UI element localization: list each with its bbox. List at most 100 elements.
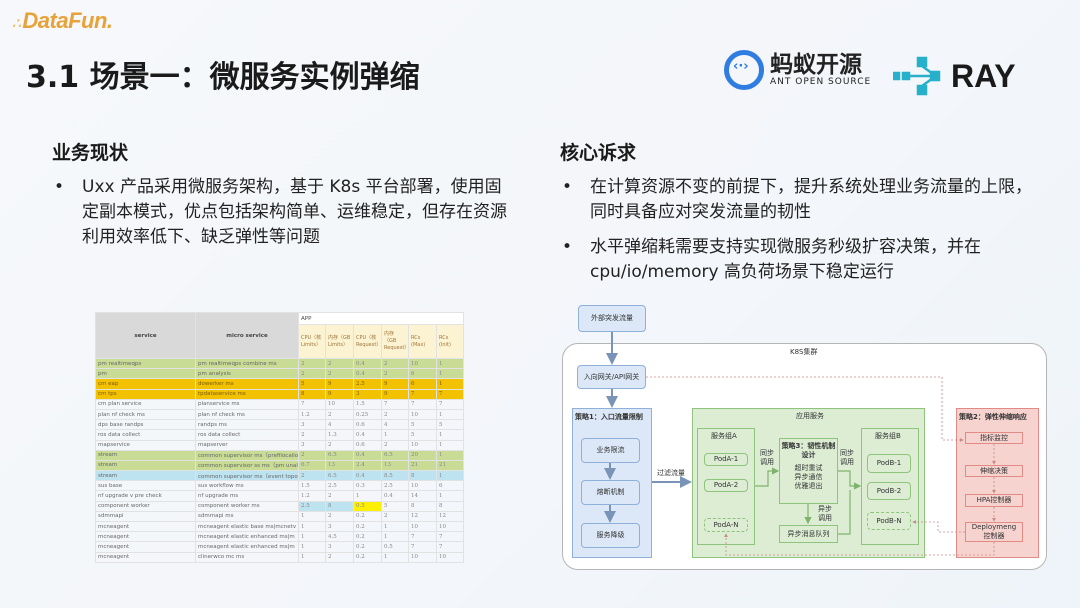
- cell-value: 1: [381, 551, 409, 563]
- datafun-logo: ∴DataFun.: [12, 8, 113, 33]
- current-status-section: 业务现状 Uxx 产品采用微服务架构，基于 K8s 平台部署，使用固定副本模式，…: [52, 138, 512, 250]
- cell-value: 5: [381, 500, 409, 512]
- cell-value: 0.2: [353, 541, 382, 553]
- cell-value: 7: [408, 531, 437, 543]
- cell-value: 6: [435, 480, 465, 492]
- cell-value: 0.2: [353, 551, 382, 563]
- cell-value: 1.2: [298, 490, 326, 502]
- pod-b1: PodB-1: [867, 454, 911, 473]
- filter-traffic-label: 过滤流量: [657, 469, 685, 477]
- cell-value: 13: [381, 459, 409, 472]
- cell-text: sus base: [95, 480, 196, 492]
- cell-value: 2: [325, 357, 354, 370]
- cell-value: 1: [381, 520, 409, 533]
- cell-text: pm realtimeqps combine ms: [195, 357, 299, 370]
- cell-value: 6.7: [298, 459, 326, 472]
- cell-value: 1: [435, 490, 465, 502]
- scaling-decision-node: 伸缩决策: [965, 465, 1023, 477]
- group-b-title: 服务组B: [875, 432, 901, 440]
- cell-value: 1.3: [325, 429, 354, 441]
- cell-value: 2: [325, 510, 354, 523]
- cell-text: component worker: [95, 500, 196, 512]
- cell-value: 10: [325, 398, 354, 410]
- ray-icon: [893, 56, 941, 96]
- cell-value: 0.2: [353, 520, 382, 533]
- pod-b2: PodB-2: [867, 482, 911, 500]
- cell-value: 1: [298, 531, 326, 543]
- pod-an: PodA-N: [704, 518, 748, 532]
- cell-value: 7: [435, 531, 465, 543]
- cell-value: 2: [298, 357, 326, 370]
- cell-text: dowerker ms: [195, 378, 299, 390]
- cell-value: 7: [381, 398, 409, 410]
- cell-value: 1: [435, 357, 465, 370]
- bullet: Uxx 产品采用微服务架构，基于 K8s 平台部署，使用固定副本模式，优点包括架…: [52, 175, 512, 250]
- degrade-node: 服务降级: [581, 523, 640, 548]
- cell-value: 1: [298, 510, 326, 523]
- cell-value: 2: [381, 510, 409, 523]
- cell-value: 2.4: [353, 459, 382, 472]
- cell-value: 21: [435, 459, 465, 472]
- cell-value: 1: [435, 368, 465, 380]
- cell-text: stream: [95, 470, 196, 482]
- sync-call-left: 同步 调用: [760, 449, 774, 466]
- cell-text: ros data collect: [95, 429, 196, 441]
- cell-value: 7: [435, 388, 465, 400]
- gateway-node: 入向网关/API网关: [577, 365, 646, 389]
- cell-value: 2: [381, 408, 409, 421]
- cell-text: cm tps: [95, 388, 196, 400]
- cell-text: component worker ms: [195, 500, 299, 512]
- strategy2-title: 策略2：弹性伸缩响应: [959, 413, 1027, 421]
- cell-value: 20: [408, 449, 437, 461]
- cell-value: 1: [298, 520, 326, 533]
- core-requirements-section: 核心诉求 在计算资源不变的前提下，提升系统处理业务流量的上限，同时具备应对突发流…: [560, 138, 1040, 285]
- cell-value: 2: [298, 429, 326, 441]
- cell-text: sdmmapi: [95, 510, 196, 523]
- cell-value: 4: [381, 419, 409, 431]
- strategy3-box: 策略3：韧性机制设计 超时重试 异步通信 优雅退出: [779, 438, 838, 504]
- col-service: service: [95, 312, 196, 359]
- current-status-heading: 业务现状: [52, 142, 129, 164]
- cell-value: 1: [435, 378, 465, 390]
- async-call-label: 异步 调用: [818, 505, 832, 522]
- cell-value: 9: [381, 388, 409, 400]
- col-header: CPU（核 Limits）: [298, 324, 326, 359]
- cell-value: 2.5: [381, 480, 409, 492]
- cell-text: nf upgrade ms: [195, 490, 299, 502]
- app-group-header: APP: [297, 312, 465, 325]
- cell-text: sus workflow ms: [195, 480, 299, 492]
- cell-value: 2: [381, 368, 409, 380]
- pod-a1: PodA-1: [704, 453, 748, 466]
- app-service-title: 应用服务: [796, 412, 824, 420]
- col-header: 内存（GB Request）: [381, 324, 409, 359]
- cell-value: 10: [435, 520, 465, 533]
- strategy1-title: 策略1：入口流量限制: [575, 413, 643, 421]
- pod-bn: PodB-N: [867, 512, 911, 530]
- cell-text: common supervisor ms（event topol: [195, 470, 299, 482]
- cell-value: 10: [435, 551, 465, 563]
- cell-value: 10: [408, 439, 437, 451]
- cell-value: 7: [408, 388, 437, 400]
- cell-value: 1.5: [298, 480, 326, 492]
- cell-value: 7: [435, 398, 465, 410]
- cell-value: 1: [381, 531, 409, 543]
- cell-value: 9: [381, 378, 409, 390]
- bullet: 水平弹缩耗需要支持实现微服务秒级扩容决策，并在 cpu/io/memory 高负…: [560, 235, 1040, 285]
- cell-value: 2: [381, 439, 409, 451]
- cell-text: mcneagent: [95, 520, 196, 533]
- cell-value: 1: [435, 408, 465, 421]
- cell-text: mcneagent: [95, 541, 196, 553]
- cell-value: 5: [298, 378, 326, 390]
- group-a-title: 服务组A: [711, 432, 737, 440]
- cell-text: mcneagent: [95, 531, 196, 543]
- cell-value: 3: [325, 520, 354, 533]
- cell-text: sdmmapi ms: [195, 510, 299, 523]
- cell-value: 6.5: [325, 470, 354, 482]
